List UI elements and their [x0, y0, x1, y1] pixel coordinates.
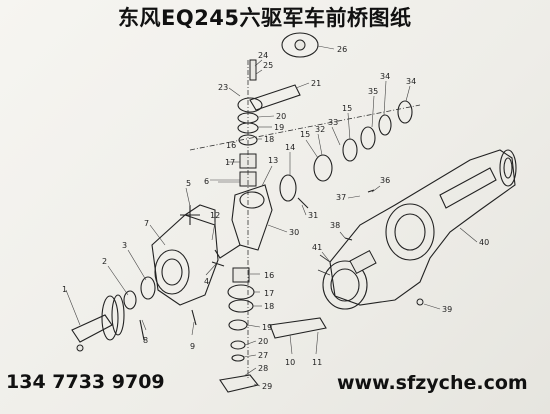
callout-38: 38: [330, 221, 340, 230]
callout-1: 1: [62, 285, 67, 294]
callout-14: 14: [285, 143, 295, 152]
callout-2: 2: [102, 257, 107, 266]
callout-3: 3: [122, 241, 127, 250]
callout-21: 21: [311, 79, 321, 88]
contact-phone: 134 7733 9709: [6, 371, 165, 393]
callout-19b: 19: [262, 323, 272, 332]
callout-23: 23: [218, 83, 228, 92]
lower-kingpin-stack: [219, 267, 259, 393]
callout-29: 29: [262, 382, 272, 391]
callout-39: 39: [442, 305, 452, 314]
website-url: www.sfzyche.com: [337, 372, 528, 394]
callout-7: 7: [144, 219, 149, 228]
callout-26: 26: [337, 45, 347, 54]
callout-34b: 34: [406, 77, 416, 86]
callouts: 1 2 3 4 5 6 7 8 9 10 11 12 13 1: [62, 45, 489, 391]
callout-18a: 18: [264, 135, 274, 144]
steering-arm: [214, 184, 273, 259]
callout-6: 6: [204, 177, 209, 186]
callout-40: 40: [479, 238, 489, 247]
callout-31: 31: [308, 211, 318, 220]
callout-18b: 18: [264, 302, 274, 311]
callout-20a: 20: [276, 112, 286, 121]
callout-36: 36: [380, 176, 390, 185]
callout-13: 13: [268, 156, 278, 165]
callout-37: 37: [336, 193, 346, 202]
callout-4: 4: [204, 277, 209, 286]
callout-30: 30: [289, 228, 299, 237]
callout-15b: 15: [342, 104, 352, 113]
shaft-axis: [189, 104, 421, 151]
callout-12: 12: [210, 211, 220, 220]
axle-housing: [317, 149, 517, 310]
callout-33: 33: [328, 118, 338, 127]
callout-20b: 20: [258, 337, 268, 346]
callout-19a: 19: [274, 123, 284, 132]
callout-32: 32: [315, 125, 325, 134]
callout-11: 11: [312, 358, 322, 367]
callout-16b: 16: [264, 271, 274, 280]
callout-16a: 16: [226, 141, 236, 150]
steering-knuckle: [151, 204, 219, 306]
callout-5: 5: [186, 179, 191, 188]
callout-25: 25: [263, 61, 273, 70]
callout-9: 9: [190, 342, 195, 351]
shaft-bearings: [279, 100, 413, 202]
callout-10: 10: [285, 358, 295, 367]
bearing-3: [140, 276, 156, 300]
bearing-2: [123, 290, 137, 310]
callout-34a: 34: [380, 72, 390, 81]
bolts: [76, 189, 424, 352]
callout-8: 8: [143, 336, 148, 345]
tie-rod-arm: [269, 317, 327, 339]
page-title: 东风EQ245六驱军车前桥图纸: [118, 6, 412, 30]
callout-15a: 15: [300, 130, 310, 139]
callout-35: 35: [368, 87, 378, 96]
callout-17a: 17: [225, 158, 235, 167]
callout-24: 24: [258, 51, 268, 60]
callout-27: 27: [258, 351, 268, 360]
callout-17b: 17: [264, 289, 274, 298]
spindle: [71, 294, 125, 343]
callout-28: 28: [258, 364, 268, 373]
callout-41: 41: [312, 243, 322, 252]
